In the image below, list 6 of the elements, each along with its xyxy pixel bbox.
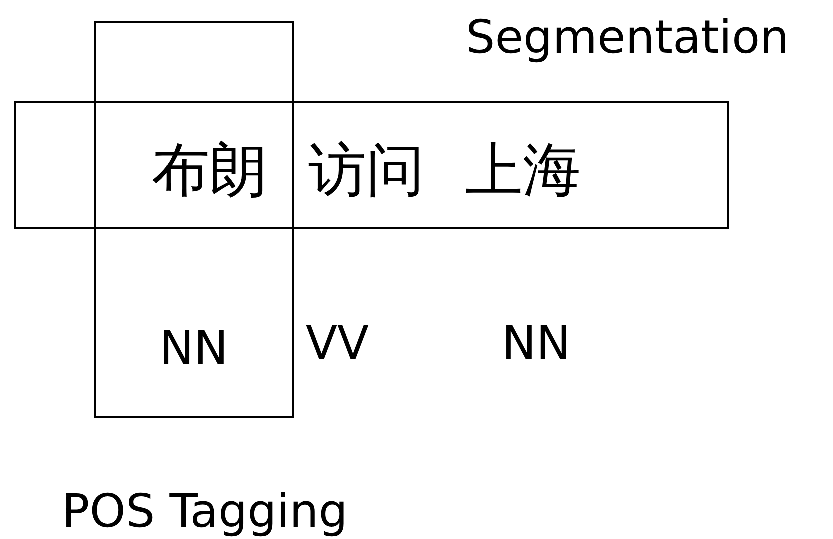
sentence-text: 布朗 访问 上海 xyxy=(152,141,581,199)
tagging-box xyxy=(94,21,294,418)
tag-text: VV xyxy=(306,320,369,366)
segment-box xyxy=(14,101,729,229)
tag-text: NN xyxy=(502,320,571,366)
tag-text: NN xyxy=(160,325,228,371)
